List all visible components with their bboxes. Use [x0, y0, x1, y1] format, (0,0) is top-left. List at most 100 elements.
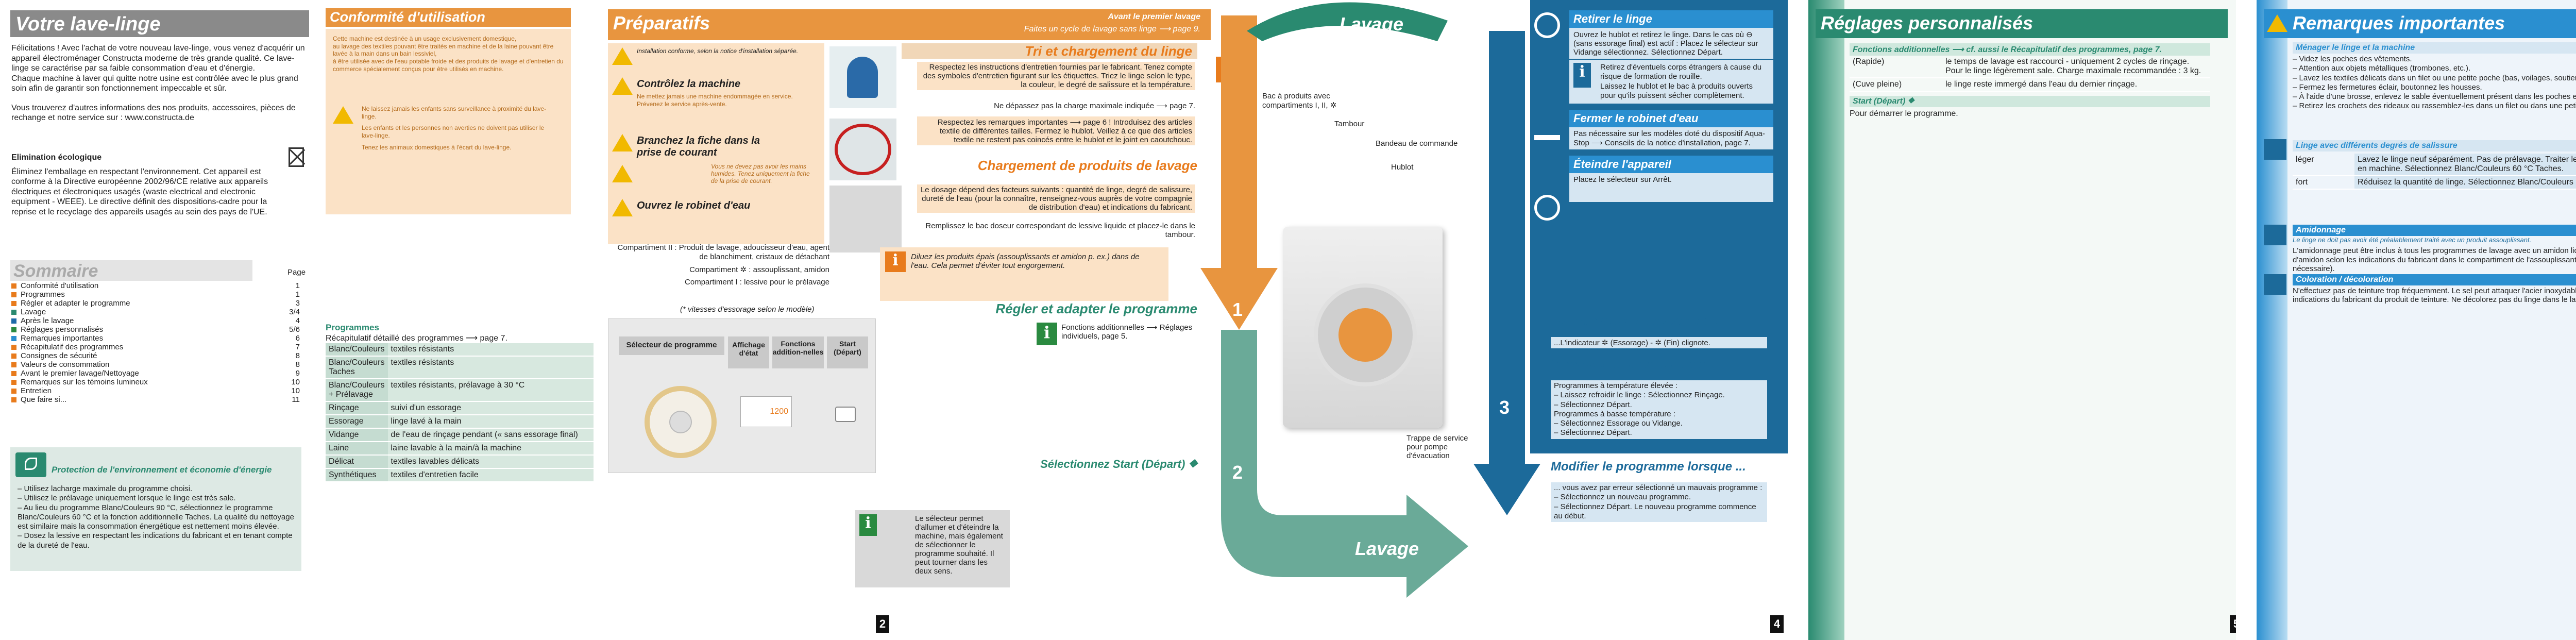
dye-text: N'effectuez pas de teinture trop fréquem… — [2293, 287, 2576, 304]
compartment-line: Compartiment II : Produit de lavage, ado… — [617, 243, 829, 262]
page-number: 2 — [876, 615, 889, 633]
interrupt-title: Interrompre le programme — [1551, 358, 1706, 372]
starch-icon — [2264, 225, 2286, 245]
table-row[interactable]: (Cuve pleine)le linge reste immergé dans… — [1850, 78, 2210, 92]
intro-text-3: Vous trouverez d'autres informations des… — [11, 103, 296, 123]
environment-box: Protection de l'environnement et économi… — [10, 447, 301, 571]
step-3: 3 — [1499, 397, 1510, 418]
safety-note: Ne laissez jamais les enfants sans surve… — [362, 105, 547, 120]
modify-list: ... vous avez par erreur sélectionné un … — [1551, 482, 1767, 523]
control-panel-label: Bandeau de commande — [1376, 139, 1458, 148]
tab-selector[interactable]: Sélecteur de programme — [619, 336, 724, 355]
conformity-title: Conformité d'utilisation — [330, 9, 485, 25]
prep-title: Préparatifs — [613, 12, 710, 33]
prep-subtitle-1: Avant le premier lavage — [1108, 12, 1200, 21]
environment-tip: – Au lieu du programme Blanc/Couleurs 90… — [18, 503, 294, 531]
spin-note: (* vitesses d'essorage selon le modèle) — [680, 305, 815, 314]
warning-icon — [612, 77, 633, 95]
program-dial[interactable] — [645, 386, 717, 458]
install-note: Installation conforme, selon la notice d… — [637, 47, 799, 55]
control-panel: Sélecteur de programme Affichage d'état … — [608, 318, 876, 473]
programs-subtitle: Récapitulatif détaillé des programmes ⟶ … — [326, 334, 507, 343]
spin-speed-display: 1200 — [770, 407, 788, 416]
panel1-title-bar: Votre lave-linge — [10, 10, 309, 37]
power-icon — [1534, 195, 1560, 221]
sort-title: Tri et chargement du linge — [1025, 43, 1192, 59]
warning-icon — [612, 199, 633, 216]
prep-title-bar: Préparatifs Avant le premier lavage Fait… — [608, 9, 1211, 40]
info-icon: i — [885, 251, 906, 272]
start-text: Pour démarrer le programme. — [1850, 109, 1958, 118]
care-item: – Lavez les textiles délicats dans un fi… — [2293, 73, 2576, 82]
remove-laundry-text: Ouvrez le hublot et retirez le linge. Da… — [1569, 28, 1773, 59]
detergent-text-2: Remplissez le bac doseur correspondant d… — [925, 222, 1195, 239]
tab-display[interactable]: Affichage d'état — [728, 336, 769, 368]
modify-line: – Sélectionnez Départ. Le nouveau progra… — [1554, 502, 1756, 520]
care-item: – Videz les poches des vêtements. — [2293, 55, 2412, 63]
leaf-icon — [15, 452, 46, 477]
detergent-title: Chargement de produits de lavage — [977, 158, 1197, 173]
starch-text: L'amidonnage peut être inclus à tous les… — [2293, 246, 2576, 273]
adjust-title: Régler et adapter le programme — [995, 301, 1197, 316]
tap-icon — [1534, 135, 1560, 150]
detergent-drawer-label: Bac à produits avec compartiments I, II,… — [1262, 92, 1337, 110]
conformity-item: Cette machine est destinée à un usage ex… — [333, 35, 517, 42]
toc-title: Sommaire — [13, 261, 98, 281]
remarks-title-bar: Remarques importantes — [2264, 9, 2576, 38]
warning-icon — [612, 134, 633, 151]
safety-note: Tenez les animaux domestiques à l'écart … — [362, 143, 512, 151]
close-tap-title: Fermer le robinet d'eau — [1569, 110, 1773, 128]
tab-start[interactable]: Start (Départ) — [827, 336, 868, 368]
toc-row[interactable]: Que faire si...11 — [11, 395, 300, 404]
panel-5: Réglages personnalisés Fonctions additio… — [1808, 0, 2236, 640]
compartment-list: Compartiment II : Produit de lavage, ado… — [608, 243, 829, 287]
adjust-note: Fonctions additionnelles ⟶ Réglages indi… — [1061, 323, 1193, 341]
warning-icon — [333, 106, 353, 124]
remove-laundry-note: Retirez d'éventuels corps étrangers à ca… — [1600, 63, 1762, 81]
door-label: Hublot — [1391, 163, 1414, 172]
care-title: Ménager le linge et la machine — [2293, 42, 2576, 54]
service-flap-label: Trappe de service pour pompe d'évacuatio… — [1406, 434, 1468, 460]
table-row[interactable]: (Rapide)le temps de lavage est raccourci… — [1850, 56, 2210, 78]
conformity-box: Cette machine est destinée à un usage ex… — [326, 29, 571, 214]
step-2: 2 — [1232, 462, 1243, 483]
sort-text-3: Respectez les remarques importantes ⟶ pa… — [917, 116, 1195, 145]
selector-note-box: i Le sélecteur permet d'allumer et d'éte… — [855, 510, 1010, 587]
conformity-item: au lavage des textiles pouvant être trai… — [333, 42, 554, 58]
sort-text-2: Ne dépassez pas la charge maximale indiq… — [994, 102, 1195, 110]
tab-functions[interactable]: Fonctions addition-nelles — [772, 336, 824, 368]
interrupt-line: – Laissez refroidir le linge : Sélection… — [1554, 391, 1725, 400]
start-button[interactable] — [835, 407, 856, 422]
plug-note: Vous ne devez pas avoir les mains humide… — [711, 163, 810, 184]
switch-off-text: Placez le sélecteur sur Arrêt. — [1569, 173, 1773, 203]
compartment-line: Compartiment I : lessive pour le prélava… — [685, 277, 829, 287]
environment-tip: – Utilisez lacharge maximale du programm… — [18, 484, 193, 493]
left-blue-stripe — [2257, 0, 2287, 640]
care-item: – Retirez les crochets des rideaux ou ra… — [2293, 102, 2576, 111]
